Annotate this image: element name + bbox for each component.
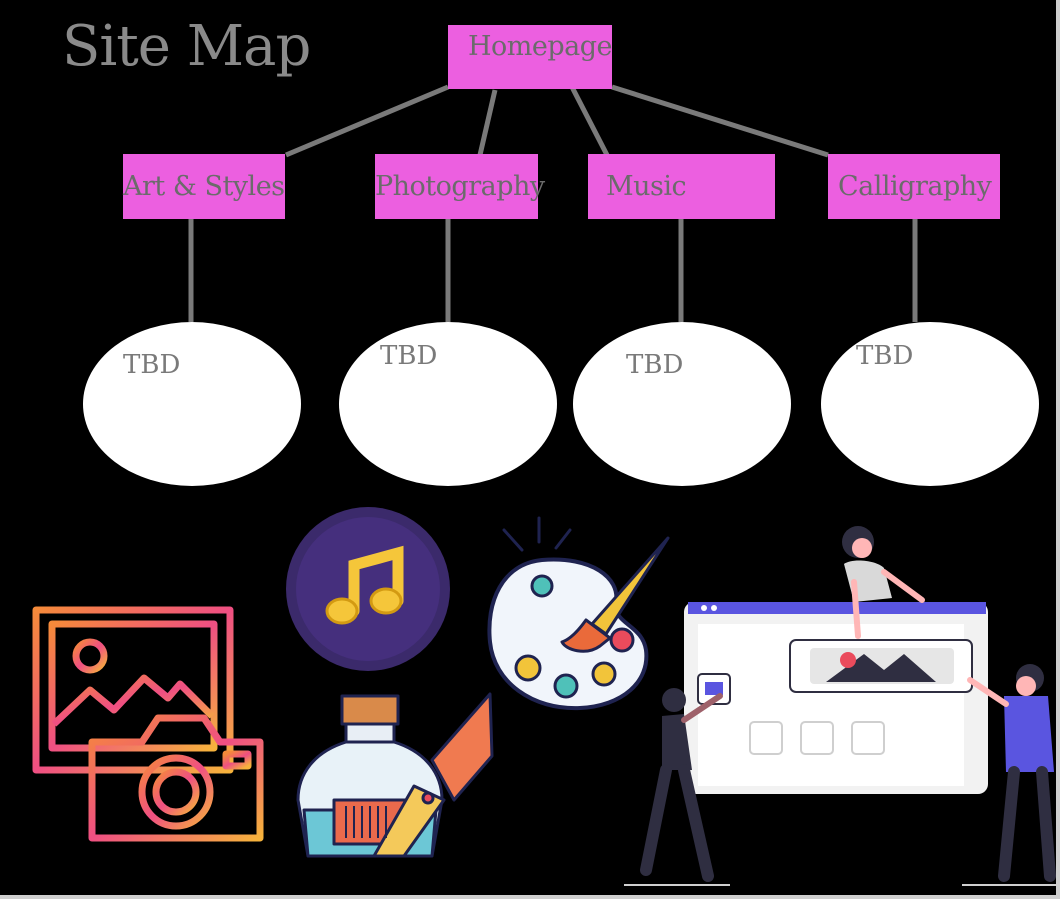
leaf-label-music: TBD [626, 350, 684, 380]
page-title: Site Map [62, 14, 311, 79]
section-node-calligraphy[interactable]: Calligraphy [828, 154, 1000, 219]
leaf-ellipse-calligraphy[interactable] [821, 322, 1039, 486]
section-node-music[interactable]: Music [588, 154, 775, 219]
music-note-icon [286, 507, 450, 671]
section-node-photography[interactable]: Photography [375, 154, 545, 219]
connector-homepage-photography [477, 89, 498, 156]
connector-homepage-art [285, 84, 449, 158]
section-node-art-styles[interactable]: Art & Styles [123, 154, 285, 219]
leaf-ellipse-art[interactable] [83, 322, 301, 486]
connector-homepage-music [569, 85, 610, 157]
ink-pen-icon [296, 692, 494, 858]
leaf-ellipse-photography[interactable] [339, 322, 557, 486]
paint-palette-icon [487, 516, 670, 711]
homepage-node[interactable]: Homepage [448, 25, 613, 89]
leaf-label-photography: TBD [380, 341, 438, 371]
leaf-label-calligraphy: TBD [856, 341, 914, 371]
photo-camera-icon [32, 606, 264, 842]
website-builder-illustration [624, 526, 1056, 886]
connector-homepage-calligraphy [611, 84, 829, 158]
leaf-label-art: TBD [123, 350, 181, 380]
leaf-ellipse-music[interactable] [573, 322, 791, 486]
